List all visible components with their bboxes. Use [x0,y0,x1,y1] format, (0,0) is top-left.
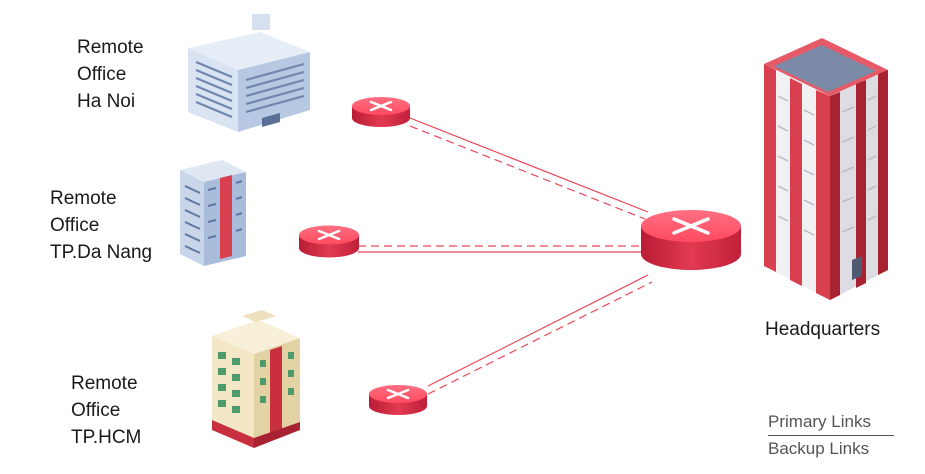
office-label-line: TP.Da Nang [50,242,153,263]
link-hcm [427,274,653,395]
office-label-line: Remote [77,37,144,58]
legend-primary-links: Primary Links [768,412,871,431]
office-label-line: Office [50,215,100,236]
office-building-icon [188,14,310,132]
legend: Primary Links Backup Links [768,410,894,461]
link-ha-noi [409,117,649,220]
office-label-line: TP.HCM [71,427,142,448]
router-icon [352,97,410,127]
core-router-icon [641,210,741,270]
office-label-line: Ha Noi [77,91,136,112]
office-label-line: Remote [71,373,138,394]
office-building-icon [180,160,246,266]
legend-divider [768,435,894,436]
office-label-hcm: Remote Office TP.HCM [71,370,141,451]
legend-backup-links: Backup Links [768,439,870,458]
office-label-line: Office [77,64,127,85]
router-icon [369,385,427,415]
link-da-nang [358,245,642,253]
office-building-icon [212,310,300,448]
office-label-line: Office [71,400,121,421]
office-label-da-nang: Remote Office TP.Da Nang [50,185,152,266]
office-label-ha-noi: Remote Office Ha Noi [77,34,144,115]
office-label-line: Remote [50,188,117,209]
headquarters-building-icon [764,38,888,300]
router-icon [299,225,359,258]
headquarters-label: Headquarters [765,319,881,340]
